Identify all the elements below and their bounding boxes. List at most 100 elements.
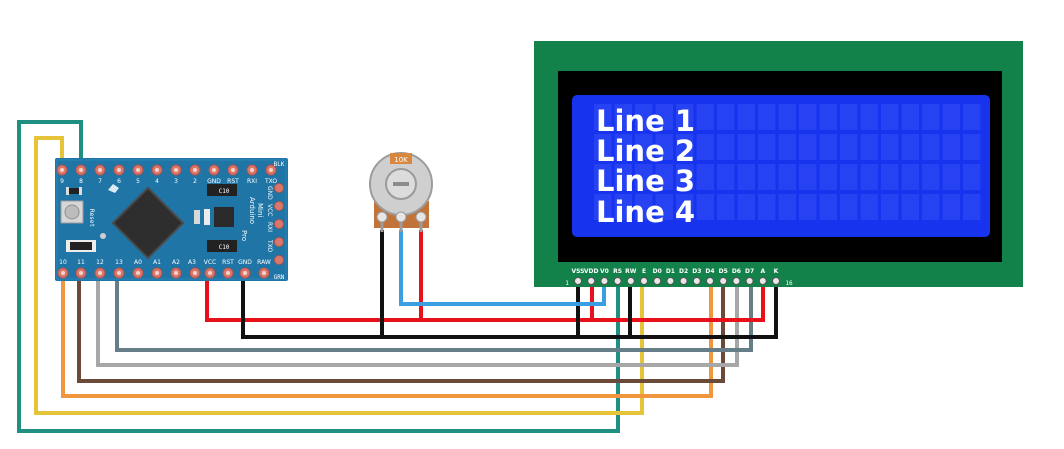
pot-value-label: 10K — [394, 156, 408, 164]
blk-label: BLK — [274, 161, 285, 168]
char-cell — [655, 164, 673, 190]
char-cell — [758, 164, 776, 190]
pin-label: A1 — [153, 259, 161, 266]
char-cell — [778, 164, 796, 190]
char-cell — [860, 104, 878, 130]
char-cell — [881, 104, 899, 130]
lcd-line-4: Line 4 — [596, 195, 695, 229]
reset-button: Reset — [60, 200, 95, 227]
char-cell — [860, 134, 878, 160]
char-cell — [635, 194, 653, 220]
char-cell — [758, 134, 776, 160]
char-cell — [840, 164, 858, 190]
char-cell — [901, 194, 919, 220]
lcd-pin — [653, 277, 662, 285]
pin-label: 7 — [98, 178, 102, 185]
char-cell — [840, 194, 858, 220]
pin-last-label: 16 — [785, 280, 793, 287]
pin-label: GND — [266, 186, 273, 200]
char-cell — [635, 134, 653, 160]
pin-label: A0 — [134, 259, 142, 266]
char-cell — [942, 104, 960, 130]
char-cell — [676, 134, 694, 160]
char-cell — [840, 104, 858, 130]
pin-label: VCC — [204, 259, 216, 266]
lcd-line-3: Line 3 — [596, 164, 695, 198]
wire-blue-v0 — [399, 230, 606, 306]
pin-label: TXO — [264, 178, 277, 185]
board-name-text: Pro — [240, 230, 248, 241]
pin-label: 2 — [193, 178, 197, 185]
char-cell — [901, 104, 919, 130]
lcd-pin — [600, 277, 609, 285]
wire-yellow — [34, 136, 644, 415]
char-cell — [819, 194, 837, 220]
pin-label: 5 — [136, 178, 140, 185]
wire-red-vcc — [205, 266, 765, 322]
lcd-pin-label: D4 — [705, 268, 714, 275]
pin-label: GND — [207, 178, 221, 185]
capacitor — [207, 240, 237, 252]
char-cell — [881, 194, 899, 220]
pin-label: RXI — [266, 222, 273, 232]
char-cell — [696, 164, 714, 190]
reset-label: Reset — [88, 209, 95, 227]
wires — [17, 120, 778, 433]
lcd-pin-label: D3 — [692, 268, 701, 275]
pin-label: 10 — [59, 259, 67, 266]
top-pin-row: 9 8 7 6 5 4 3 2 GND RST RXI TXO — [56, 164, 277, 185]
char-cell — [655, 104, 673, 130]
char-cell — [922, 134, 940, 160]
char-cell — [860, 194, 878, 220]
pin-label: 4 — [155, 178, 159, 185]
lcd-pin — [574, 277, 582, 285]
pin-label: 8 — [79, 178, 83, 185]
lcd-pin — [758, 277, 767, 285]
arduino-pro-mini: 9 8 7 6 5 4 3 2 GND RST RXI TXO — [55, 158, 288, 281]
char-cell — [901, 134, 919, 160]
char-cell — [614, 134, 632, 160]
lcd-pin — [772, 277, 780, 285]
lcd-pin-label: D5 — [719, 268, 728, 275]
char-cell — [737, 134, 755, 160]
lcd-pin-label: RW — [625, 268, 637, 275]
char-cell — [778, 104, 796, 130]
char-cell — [922, 104, 940, 130]
lcd-pin-label: V0 — [600, 268, 609, 275]
lcd-pin-label: D0 — [653, 268, 662, 275]
pin-label: TXO — [266, 239, 273, 252]
smd-component — [68, 188, 80, 194]
char-cell — [717, 104, 735, 130]
char-cell — [635, 164, 653, 190]
char-cell — [696, 134, 714, 160]
lcd-pin-label: D1 — [666, 268, 675, 275]
wire-slate — [115, 266, 753, 352]
cap-label: C10 — [219, 244, 230, 251]
wire-gray — [96, 266, 739, 367]
pin-label: A3 — [188, 259, 196, 266]
pin-label: 11 — [77, 259, 85, 266]
wire-black-gnd — [241, 266, 778, 339]
char-cell — [881, 134, 899, 160]
char-cell — [963, 134, 981, 160]
char-cell — [799, 134, 817, 160]
lcd-line-1: Line 1 — [596, 104, 695, 138]
right-pin-column: BLK GRN GND VCC RXI TXO — [266, 161, 285, 281]
char-cell — [942, 134, 960, 160]
char-cell — [758, 194, 776, 220]
char-cell — [860, 164, 878, 190]
char-cell — [594, 164, 612, 190]
lcd-pin — [745, 277, 754, 285]
microcontroller-chip — [111, 186, 185, 260]
lcd-pin — [732, 277, 741, 285]
lcd-pin — [666, 277, 675, 285]
char-cell — [594, 194, 612, 220]
lcd-pin — [679, 277, 688, 285]
char-cell — [614, 164, 632, 190]
lcd-pin-label: D7 — [745, 268, 754, 275]
lcd-line-2: Line 2 — [596, 134, 695, 168]
char-cell — [881, 164, 899, 190]
lcd-pin-label: VDD — [584, 268, 599, 275]
grn-label: GRN — [274, 274, 285, 281]
